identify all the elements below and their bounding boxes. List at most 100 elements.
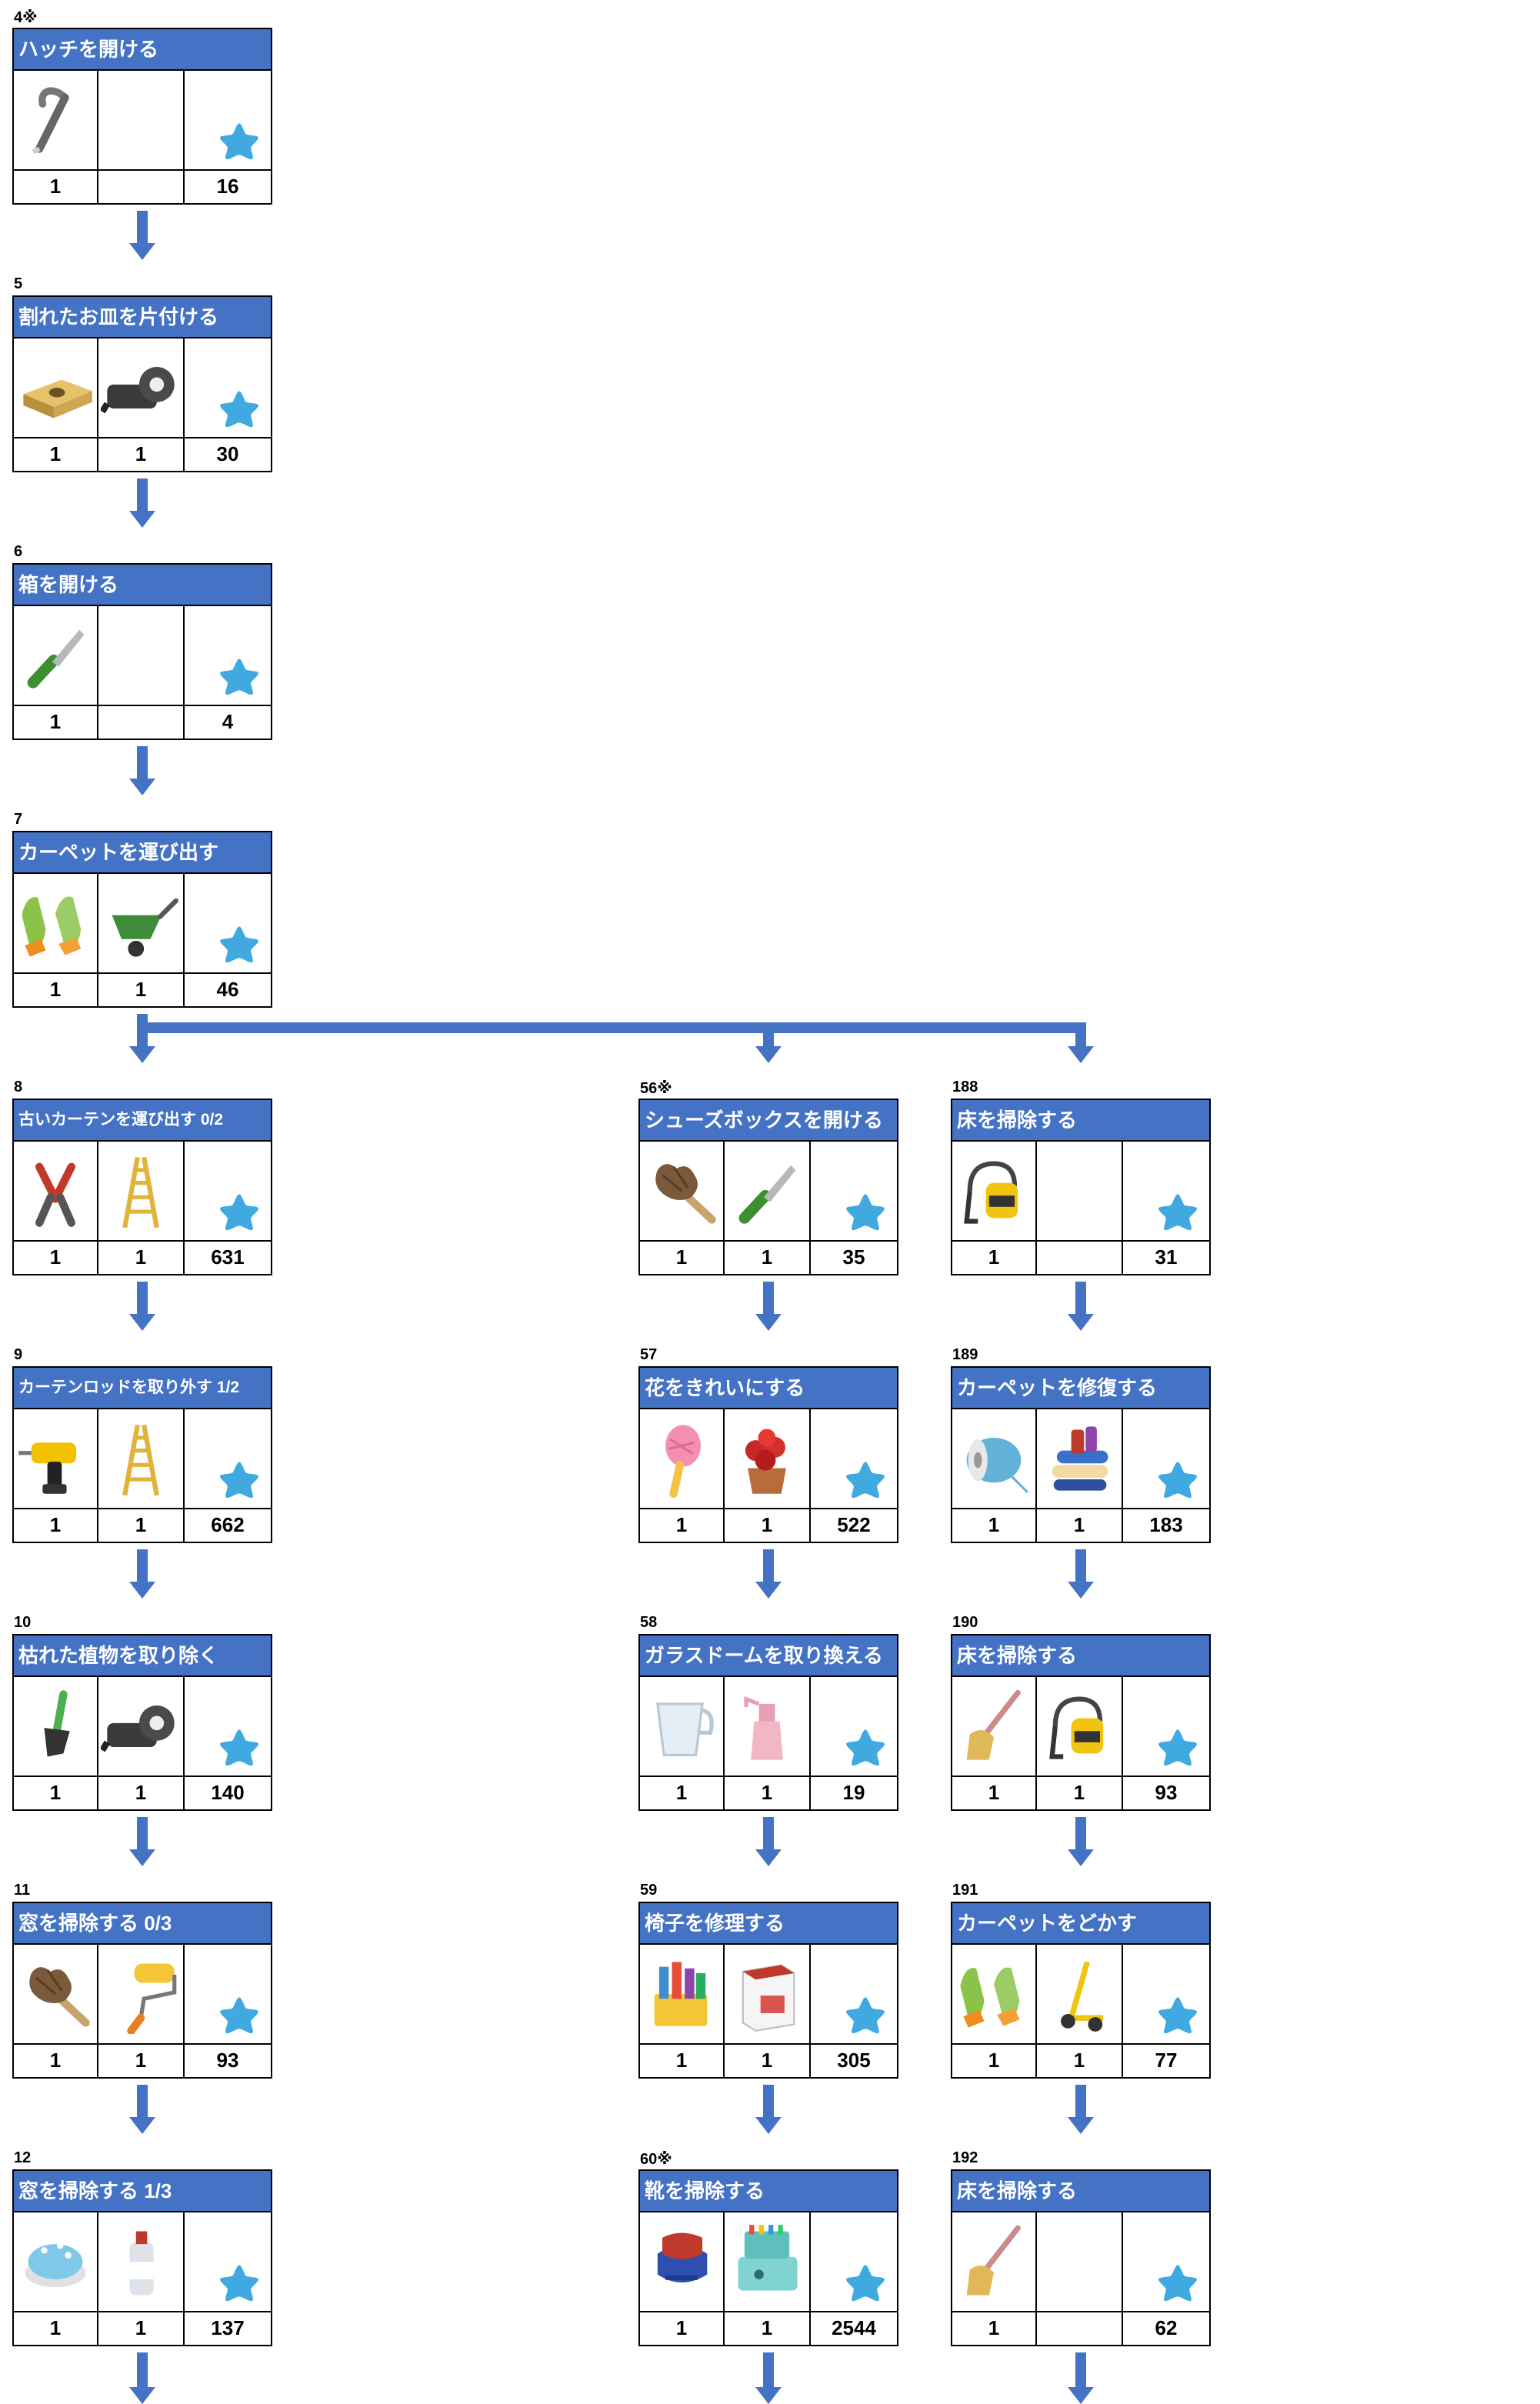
- thread-basket-icon: [654, 1962, 708, 2026]
- knife-icon: [27, 629, 85, 689]
- star-icon: [220, 926, 258, 963]
- mop-icon: [966, 1689, 1021, 1760]
- wheelbarrow-icon: [112, 898, 178, 957]
- reward-value: 62: [1122, 2311, 1211, 2346]
- item-quantity: 1: [638, 1240, 725, 1275]
- item-quantity: 1: [723, 1240, 811, 1275]
- bottle-icon: [129, 2231, 154, 2296]
- thread-spool-icon: [966, 1437, 1028, 1493]
- requirement-table: 1 16: [12, 69, 272, 205]
- quest-number: 56※: [640, 1080, 672, 1097]
- quest-title: シューズボックスを開ける: [638, 1099, 898, 1142]
- star-icon: [1158, 2265, 1197, 2302]
- reward-value: 305: [809, 2043, 898, 2079]
- fabric-icon: [657, 2232, 708, 2283]
- quest-title: 靴を掃除する: [638, 2169, 898, 2212]
- reward-cell: [183, 2211, 272, 2312]
- item-quantity: 1: [97, 437, 185, 472]
- quest-title: 割れたお皿を片付ける: [12, 295, 272, 338]
- item-quantity: 1: [723, 1508, 811, 1543]
- quest-title: 床を掃除する: [951, 1099, 1211, 1142]
- item-quantity: 1: [723, 2311, 811, 2346]
- star-icon: [846, 1997, 885, 2034]
- item-cell: [97, 872, 185, 974]
- item-quantity: 1: [1035, 1508, 1123, 1543]
- item-quantity: [97, 169, 185, 205]
- tape-icon: [101, 366, 175, 414]
- quest-number: 192: [952, 2149, 978, 2166]
- paint-roller-icon: [127, 1963, 177, 2034]
- item-quantity: [1035, 2311, 1123, 2346]
- item-quantity: 1: [12, 437, 98, 472]
- mop-icon: [966, 2225, 1021, 2296]
- item-cell: [951, 1675, 1037, 1777]
- quest-number: 6: [14, 543, 23, 560]
- reward-value: 16: [183, 169, 272, 205]
- item-cell: [97, 1408, 185, 1509]
- hand-truck-icon: [1061, 1961, 1104, 2032]
- item-cell: [723, 2211, 811, 2312]
- item-cell: [12, 1943, 98, 2045]
- star-icon: [1158, 1462, 1197, 1499]
- reward-cell: [183, 872, 272, 974]
- item-quantity: [1035, 1240, 1123, 1275]
- quest-number: 59: [640, 1882, 658, 1899]
- item-cell: [951, 1408, 1037, 1509]
- quest-number: 191: [952, 1882, 978, 1899]
- star-icon: [220, 123, 258, 160]
- item-cell: [638, 1943, 725, 2045]
- item-quantity: 1: [12, 2043, 98, 2079]
- reward-value: 31: [1122, 1240, 1211, 1275]
- quest-title: カーペットをどかす: [951, 1902, 1211, 1945]
- reward-cell: [1122, 1675, 1211, 1777]
- item-quantity: 1: [12, 169, 98, 205]
- gloves-icon: [960, 1967, 1020, 2028]
- quest-number: 11: [14, 1882, 31, 1899]
- tape-icon: [101, 1705, 175, 1752]
- quest-number: 58: [640, 1614, 658, 1631]
- item-cell: [1035, 1943, 1123, 2045]
- quest-number: 4※: [14, 9, 38, 26]
- item-quantity: 1: [97, 1240, 185, 1275]
- reward-cell: [183, 1675, 272, 1777]
- reward-value: 522: [809, 1508, 898, 1543]
- sewing-machine-icon: [738, 2225, 798, 2291]
- star-icon: [220, 1194, 258, 1231]
- reward-value: 19: [809, 1775, 898, 1811]
- duster-icon: [655, 1164, 716, 1224]
- reward-value: 77: [1122, 2043, 1211, 2079]
- reward-cell: [183, 605, 272, 706]
- star-icon: [220, 659, 258, 695]
- reward-value: 93: [1122, 1775, 1211, 1811]
- spray-bottle-icon: [744, 1695, 783, 1760]
- measuring-cup-icon: [656, 1702, 714, 1756]
- quest-title: ガラスドームを取り換える: [638, 1634, 898, 1677]
- feather-duster-icon: [665, 1425, 701, 1498]
- reward-cell: [1122, 1408, 1211, 1509]
- reward-value: 35: [809, 1240, 898, 1275]
- star-icon: [220, 1462, 258, 1499]
- quest-number: 7: [14, 811, 23, 828]
- crowbar-icon: [32, 87, 69, 155]
- pruning-shears-icon: [35, 1162, 75, 1227]
